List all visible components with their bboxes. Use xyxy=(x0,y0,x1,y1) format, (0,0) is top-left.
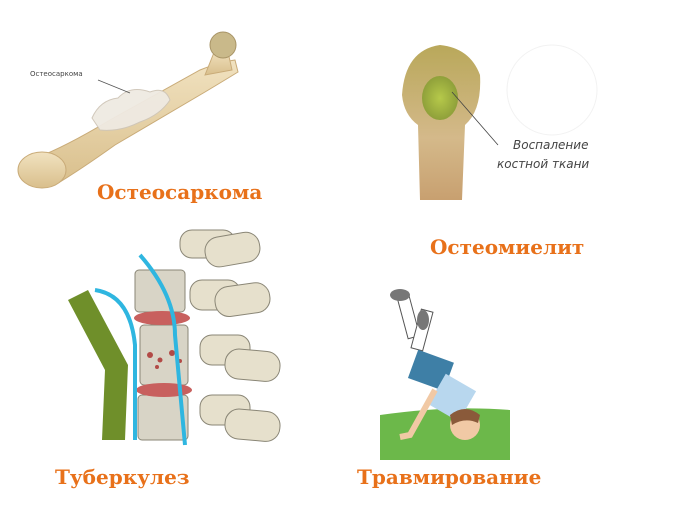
osteomyelitis-panel: Воспаление костной ткани Остеомиелит xyxy=(380,0,675,270)
falling-child-illustration xyxy=(380,289,510,460)
trauma-caption: Травмирование xyxy=(357,465,542,489)
tuberculosis-caption: Туберкулез xyxy=(55,465,190,489)
femur-bone-illustration xyxy=(17,31,239,189)
inflammation-callout-line2: костной ткани xyxy=(497,157,590,171)
tuberculosis-panel: Туберкулез xyxy=(40,215,300,505)
spine-illustration xyxy=(68,229,281,446)
osteosarcoma-caption: Остеосаркома xyxy=(97,180,263,204)
osteosarcoma-panel: Остеосаркома Остеосаркома xyxy=(0,0,300,215)
inflammation-callout-line1: Воспаление xyxy=(513,138,589,152)
bone-inflammation-illustration xyxy=(402,44,598,200)
osteosarcoma-callout-label: Остеосаркома xyxy=(30,70,83,78)
trauma-panel: Травмирование xyxy=(350,275,575,505)
osteomyelitis-caption: Остеомиелит xyxy=(430,235,585,259)
